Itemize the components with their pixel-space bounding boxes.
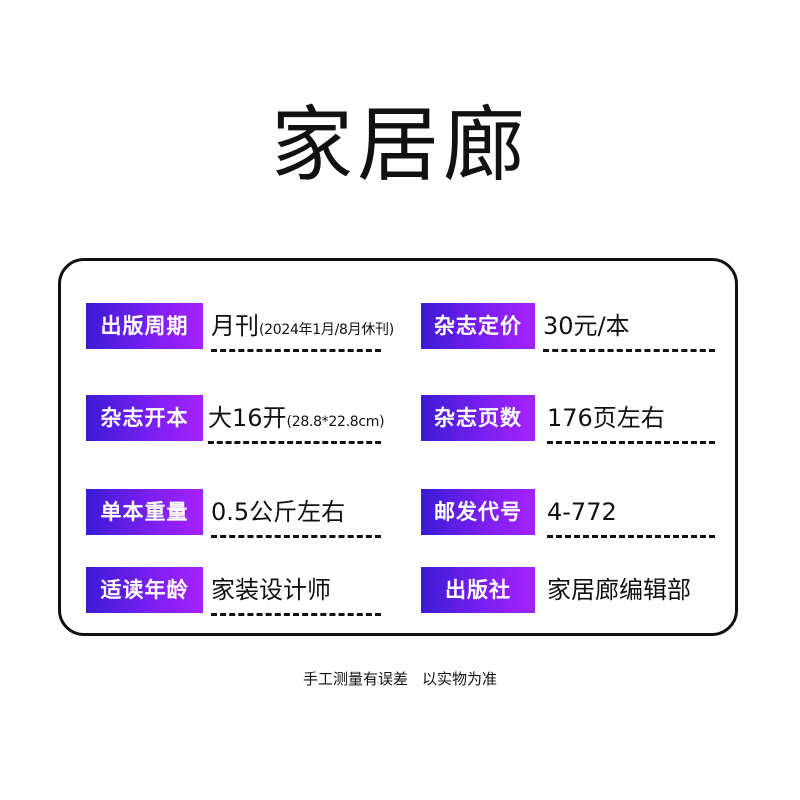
label-postal-code: 邮发代号 [421,489,535,535]
label-page-count: 杂志页数 [421,395,535,441]
value-postal-code: 4-772 [547,489,715,538]
value-publication-cycle: 月刊(2024年1月/8月休刊) [211,303,394,352]
value-format: 大16开(28.8*22.8cm) [208,395,385,444]
value-main: 月刊 [211,312,259,340]
footer-note: 手工测量有误差以实物为准 [0,668,800,689]
footer-part1: 手工测量有误差 [302,670,408,688]
value-main: 大16开 [208,404,287,432]
label-format: 杂志开本 [86,395,203,441]
label-price: 杂志定价 [421,303,535,349]
label-publication-cycle: 出版周期 [86,303,203,349]
info-row: 出版周期 月刊(2024年1月/8月休刊) 杂志定价 30元/本 [61,303,735,353]
value-weight: 0.5公斤左右 [211,489,381,538]
info-row: 适读年龄 家装设计师 出版社 家居廊编辑部 [61,567,735,617]
label-publisher: 出版社 [421,567,535,613]
value-note: (28.8*22.8cm) [286,414,385,430]
info-row: 单本重量 0.5公斤左右 邮发代号 4-772 [61,489,735,539]
label-weight: 单本重量 [86,489,203,535]
magazine-title: 家居廊 [270,98,529,193]
value-publisher: 家居廊编辑部 [547,576,691,604]
value-price: 30元/本 [543,303,715,352]
footer-part2: 以实物为准 [422,670,498,688]
value-page-count: 176页左右 [547,395,715,444]
info-row: 杂志开本 大16开(28.8*22.8cm) 杂志页数 176页左右 [61,395,735,445]
label-audience: 适读年龄 [86,567,203,613]
value-audience: 家装设计师 [211,567,381,616]
value-note: (2024年1月/8月休刊) [259,322,394,338]
info-card: 出版周期 月刊(2024年1月/8月休刊) 杂志定价 30元/本 杂志开本 大1… [58,258,738,636]
